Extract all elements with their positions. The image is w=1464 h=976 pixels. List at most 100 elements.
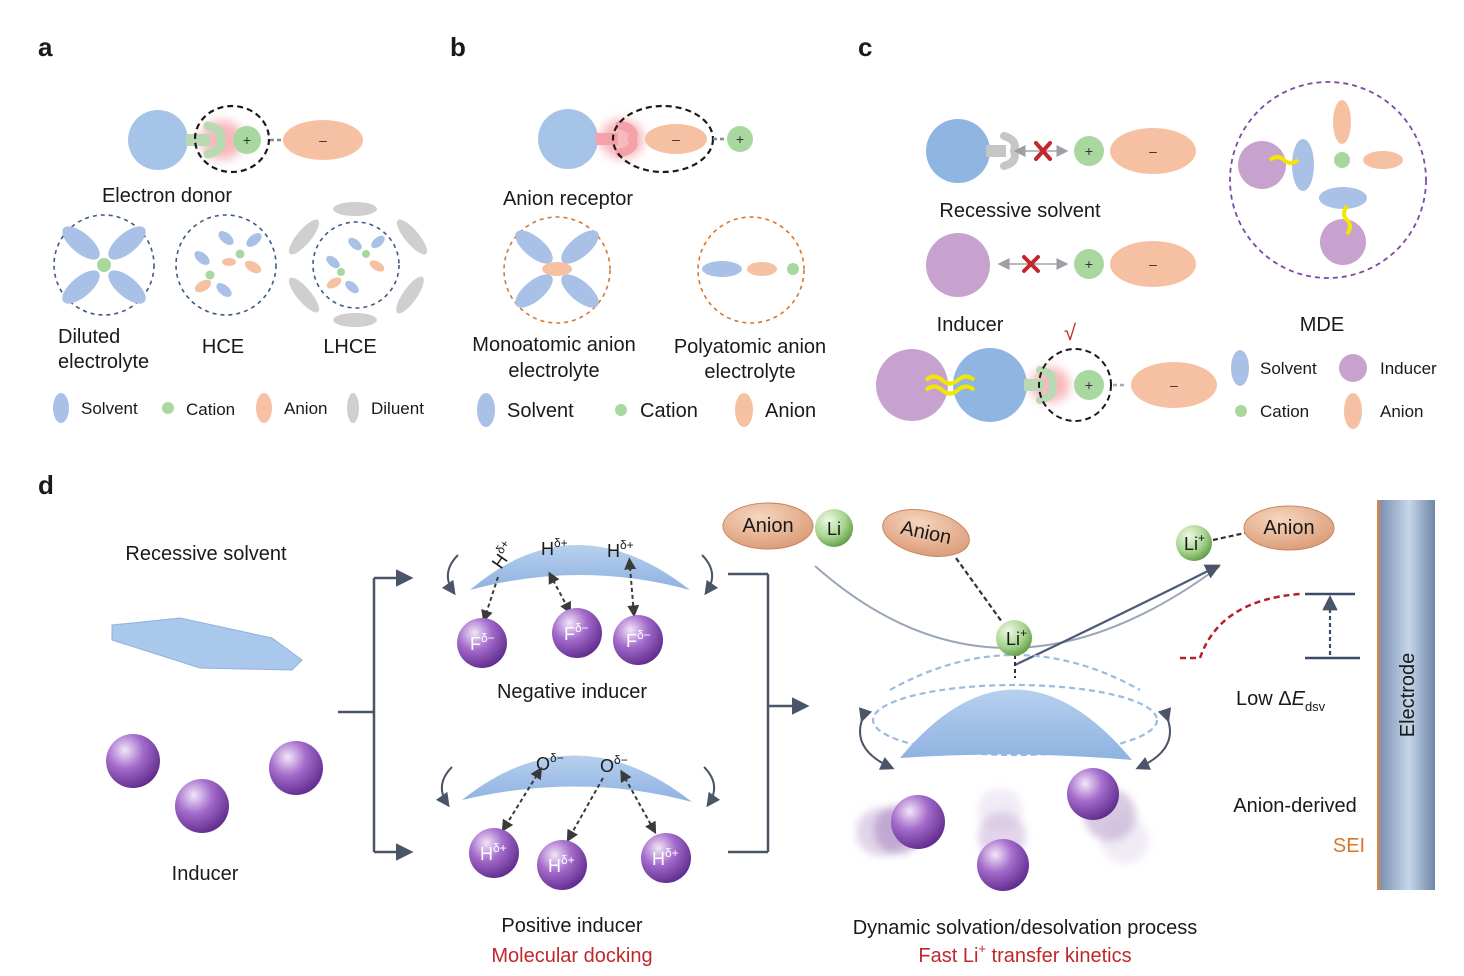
- legend-c-cation: Cation: [1260, 402, 1309, 421]
- mde-pair-diagram: + –: [876, 348, 1217, 422]
- f-atom-1: Fδ−: [470, 631, 495, 654]
- li-label-2: Li+: [1006, 626, 1027, 649]
- poly-label-2: electrolyte: [704, 361, 795, 383]
- sei-label: SEI: [1333, 835, 1365, 857]
- panel-label-a: a: [38, 32, 53, 62]
- inducer-label-c: Inducer: [937, 314, 1004, 336]
- poly-label-1: Polyatomic anion: [674, 336, 826, 358]
- legend-solvent-swatch: [53, 393, 69, 423]
- electrode-bar: [1377, 500, 1435, 890]
- anion-charge: –: [319, 132, 327, 148]
- h-atom-4: Hδ+: [480, 841, 507, 864]
- panel-label-d: d: [38, 470, 54, 500]
- h-atom-5: Hδ+: [548, 853, 575, 876]
- energy-barrier: [1180, 592, 1360, 660]
- dynamic-process-diagram: [814, 564, 1221, 891]
- donor-group: [203, 121, 226, 159]
- fast-li-label: Fast Li+ transfer kinetics: [918, 941, 1131, 967]
- f-atom-2: Fδ−: [564, 621, 589, 644]
- anion-charge-c1: –: [1149, 143, 1157, 159]
- anion: [283, 120, 363, 160]
- low-edsv-label: Low ΔEdsv: [1236, 688, 1326, 714]
- recessive-solvent-shape: [111, 617, 303, 671]
- anion-label-1: Anion: [742, 515, 793, 537]
- legend-cation-swatch: [162, 402, 174, 414]
- o-atom-1: Oδ−: [536, 751, 564, 774]
- recessive-solvent-label-c: Recessive solvent: [939, 200, 1101, 222]
- panel-c: + – Recessive solvent + – Inducer √: [876, 81, 1437, 429]
- legend-a-cation: Cation: [186, 400, 235, 419]
- legend-c-anion: Anion: [1380, 402, 1423, 421]
- anion-receptor-diagram: – +: [538, 104, 753, 174]
- lhce-diagram: [288, 202, 428, 327]
- cation-charge-c3: +: [1085, 377, 1093, 393]
- anion-li-pair-2: Anion Li+: [882, 509, 1032, 656]
- donor-stem: [186, 134, 210, 146]
- legend-a-solvent: Solvent: [81, 399, 138, 418]
- anion-charge-c3: –: [1170, 377, 1178, 393]
- legend-b-anion: Anion: [765, 400, 816, 422]
- panel-b: – + Anion receptor Monoatomic anion elec…: [472, 104, 826, 427]
- li-label-1: Li: [827, 519, 841, 539]
- legend-anion-swatch: [256, 393, 272, 423]
- check-mark: √: [1064, 320, 1077, 345]
- cation-charge-b: +: [736, 131, 744, 147]
- solvation-dome: [900, 689, 1132, 760]
- anion-label-3: Anion: [1263, 517, 1314, 539]
- cation-charge: +: [243, 132, 251, 148]
- solvent-molecule: [128, 110, 188, 170]
- legend-b-solvent: Solvent: [507, 400, 574, 422]
- inducer-label-d: Inducer: [172, 863, 239, 885]
- positive-inducer-label: Positive inducer: [501, 915, 643, 937]
- monoatomic-diagram: [503, 216, 611, 324]
- dynamic-process-label: Dynamic solvation/desolvation process: [853, 917, 1198, 939]
- molecular-docking-label: Molecular docking: [491, 945, 652, 967]
- mono-label-2: electrolyte: [508, 360, 599, 382]
- recessive-solvent-diagram: + –: [926, 119, 1196, 183]
- recessive-solvent-label-d: Recessive solvent: [125, 543, 287, 565]
- lhce-label: LHCE: [323, 336, 376, 358]
- diluted-electrolyte-diagram: [53, 214, 155, 316]
- inducer-sphere-2: [269, 741, 323, 795]
- legend-b: Solvent Cation Anion: [477, 393, 816, 427]
- f-atom-3: Fδ−: [626, 628, 651, 651]
- panel-d: Recessive solvent Inducer Hδ+ Hδ+ Hδ+ Fδ…: [106, 500, 1435, 967]
- h-atom-2: Hδ+: [541, 536, 568, 559]
- cation-charge-c1: +: [1085, 143, 1093, 159]
- diluted-label-2: electrolyte: [58, 351, 149, 373]
- legend-c: Solvent Inducer Cation Anion: [1231, 350, 1437, 429]
- cation: [233, 126, 261, 154]
- negative-inducer-label: Negative inducer: [497, 681, 647, 703]
- positive-inducer-dome: [462, 755, 692, 802]
- legend-c-solvent: Solvent: [1260, 359, 1317, 378]
- panel-label-c: c: [858, 32, 872, 62]
- legend-a: Solvent Cation Anion Diluent: [53, 393, 424, 423]
- anion-charge-c2: –: [1149, 256, 1157, 272]
- electrode-label: Electrode: [1397, 653, 1419, 738]
- o-atom-2: Oδ−: [600, 753, 628, 776]
- anion-derived-label: Anion-derived: [1233, 795, 1356, 817]
- anion-li-pair-3: Li+ Anion: [1176, 505, 1335, 561]
- diluted-label-1: Diluted: [58, 326, 120, 348]
- panel-a: + – Electron donor Diluted electrolyte: [53, 104, 428, 423]
- positive-inducer-diagram: Oδ− Oδ− Hδ+ Hδ+ Hδ+: [435, 751, 721, 890]
- branch-bracket: [338, 569, 414, 861]
- legend-c-inducer: Inducer: [1380, 359, 1437, 378]
- legend-a-anion: Anion: [284, 399, 327, 418]
- negative-inducer-diagram: Hδ+ Hδ+ Hδ+ Fδ− Fδ− Fδ−: [441, 536, 719, 668]
- mde-label: MDE: [1300, 314, 1344, 336]
- polyatomic-diagram: [697, 216, 805, 324]
- hce-diagram: [175, 214, 277, 316]
- inducer-sphere-1: [106, 734, 160, 788]
- cation-charge-c2: +: [1085, 256, 1093, 272]
- mono-label-1: Monoatomic anion: [472, 334, 635, 356]
- h-atom-3: Hδ+: [607, 538, 634, 561]
- anion-charge-b: –: [672, 131, 680, 147]
- merge-bracket: [728, 572, 810, 854]
- electron-donor-label: Electron donor: [102, 185, 232, 207]
- legend-b-cation: Cation: [640, 400, 698, 422]
- legend-diluent-swatch: [347, 393, 359, 423]
- anion-receptor-label: Anion receptor: [503, 188, 633, 210]
- inducer-diagram: + –: [926, 233, 1196, 297]
